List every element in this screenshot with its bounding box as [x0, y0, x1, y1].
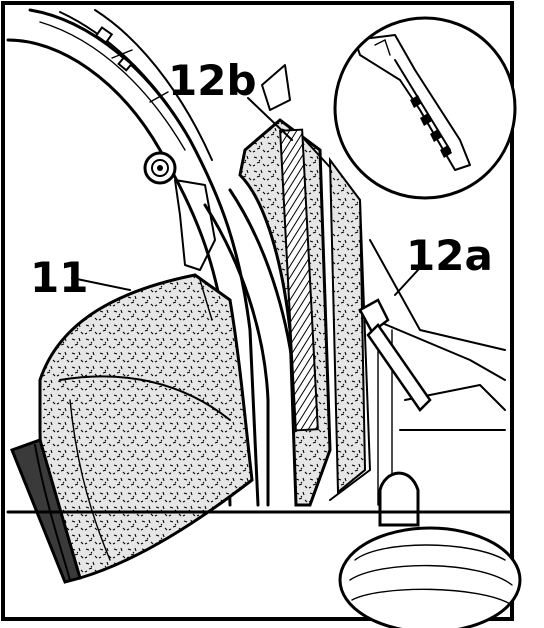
leader-line-11 — [71, 277, 131, 291]
leader-line-12b — [247, 97, 293, 141]
label-part-11: 11 — [30, 253, 88, 302]
wheel — [338, 526, 522, 628]
detail-magnifier — [333, 16, 517, 200]
label-part-12b: 12b — [168, 56, 257, 105]
latch-tab — [261, 64, 291, 111]
adjuster-knob — [378, 471, 420, 527]
lower-right-mechanism — [338, 239, 522, 628]
leader-line-12a — [394, 269, 419, 296]
pin-12a-shaft — [366, 323, 432, 412]
slider-rail — [279, 128, 319, 432]
label-part-12a: 12a — [406, 231, 493, 280]
seat-back-panel — [238, 64, 371, 507]
pin-12a-head — [358, 298, 390, 334]
